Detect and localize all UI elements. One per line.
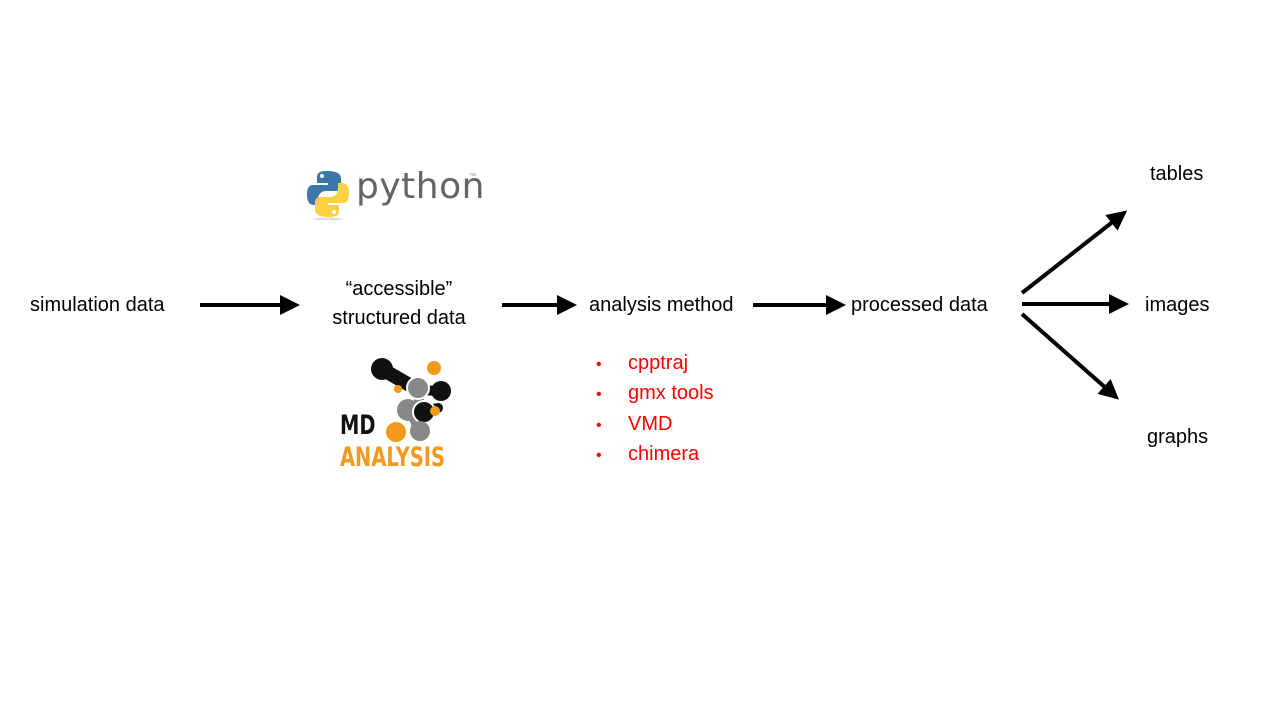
mdanalysis-logo: MD ANALYSIS bbox=[336, 352, 466, 477]
python-logo: python ™ bbox=[306, 166, 485, 220]
mdanalysis-logo-analysis-text: ANALYSIS bbox=[340, 442, 446, 473]
python-logo-text: python bbox=[356, 166, 485, 207]
arrow-processed-to-graphs bbox=[1020, 312, 1119, 400]
tool-item: • cpptraj bbox=[596, 349, 714, 379]
tool-item: • chimera bbox=[596, 440, 714, 470]
mdanalysis-molecule-icon bbox=[371, 358, 451, 442]
node-structured-data-line2: structured data bbox=[332, 307, 466, 329]
analysis-tools-list: • cpptraj • gmx tools • VMD • chimera bbox=[596, 349, 714, 470]
tool-label: gmx tools bbox=[628, 382, 714, 405]
tool-bullet: • bbox=[596, 446, 602, 464]
tool-bullet: • bbox=[596, 416, 602, 434]
tool-item: • VMD bbox=[596, 410, 714, 440]
python-logo-trademark: ™ bbox=[469, 173, 476, 180]
tool-label: chimera bbox=[628, 442, 700, 465]
tool-bullet: • bbox=[596, 356, 602, 373]
tool-label: cpptraj bbox=[628, 352, 689, 374]
python-snake-icon bbox=[307, 171, 349, 220]
node-simulation-data: simulation data bbox=[30, 294, 165, 316]
tool-label: VMD bbox=[628, 412, 673, 435]
node-analysis-method: analysis method bbox=[589, 294, 734, 316]
tool-item: • gmx tools bbox=[596, 379, 714, 409]
node-tables: tables bbox=[1150, 163, 1204, 185]
node-structured-data: “accessible” structured data bbox=[318, 275, 480, 333]
node-structured-data-line1: “accessible” bbox=[345, 278, 453, 300]
arrow-processed-to-tables bbox=[1020, 210, 1128, 295]
mdanalysis-logo-md-text: MD bbox=[340, 410, 376, 441]
tool-bullet: • bbox=[596, 386, 602, 404]
node-graphs: graphs bbox=[1147, 426, 1209, 448]
node-images: images bbox=[1145, 294, 1210, 316]
node-processed-data: processed data bbox=[851, 294, 988, 316]
